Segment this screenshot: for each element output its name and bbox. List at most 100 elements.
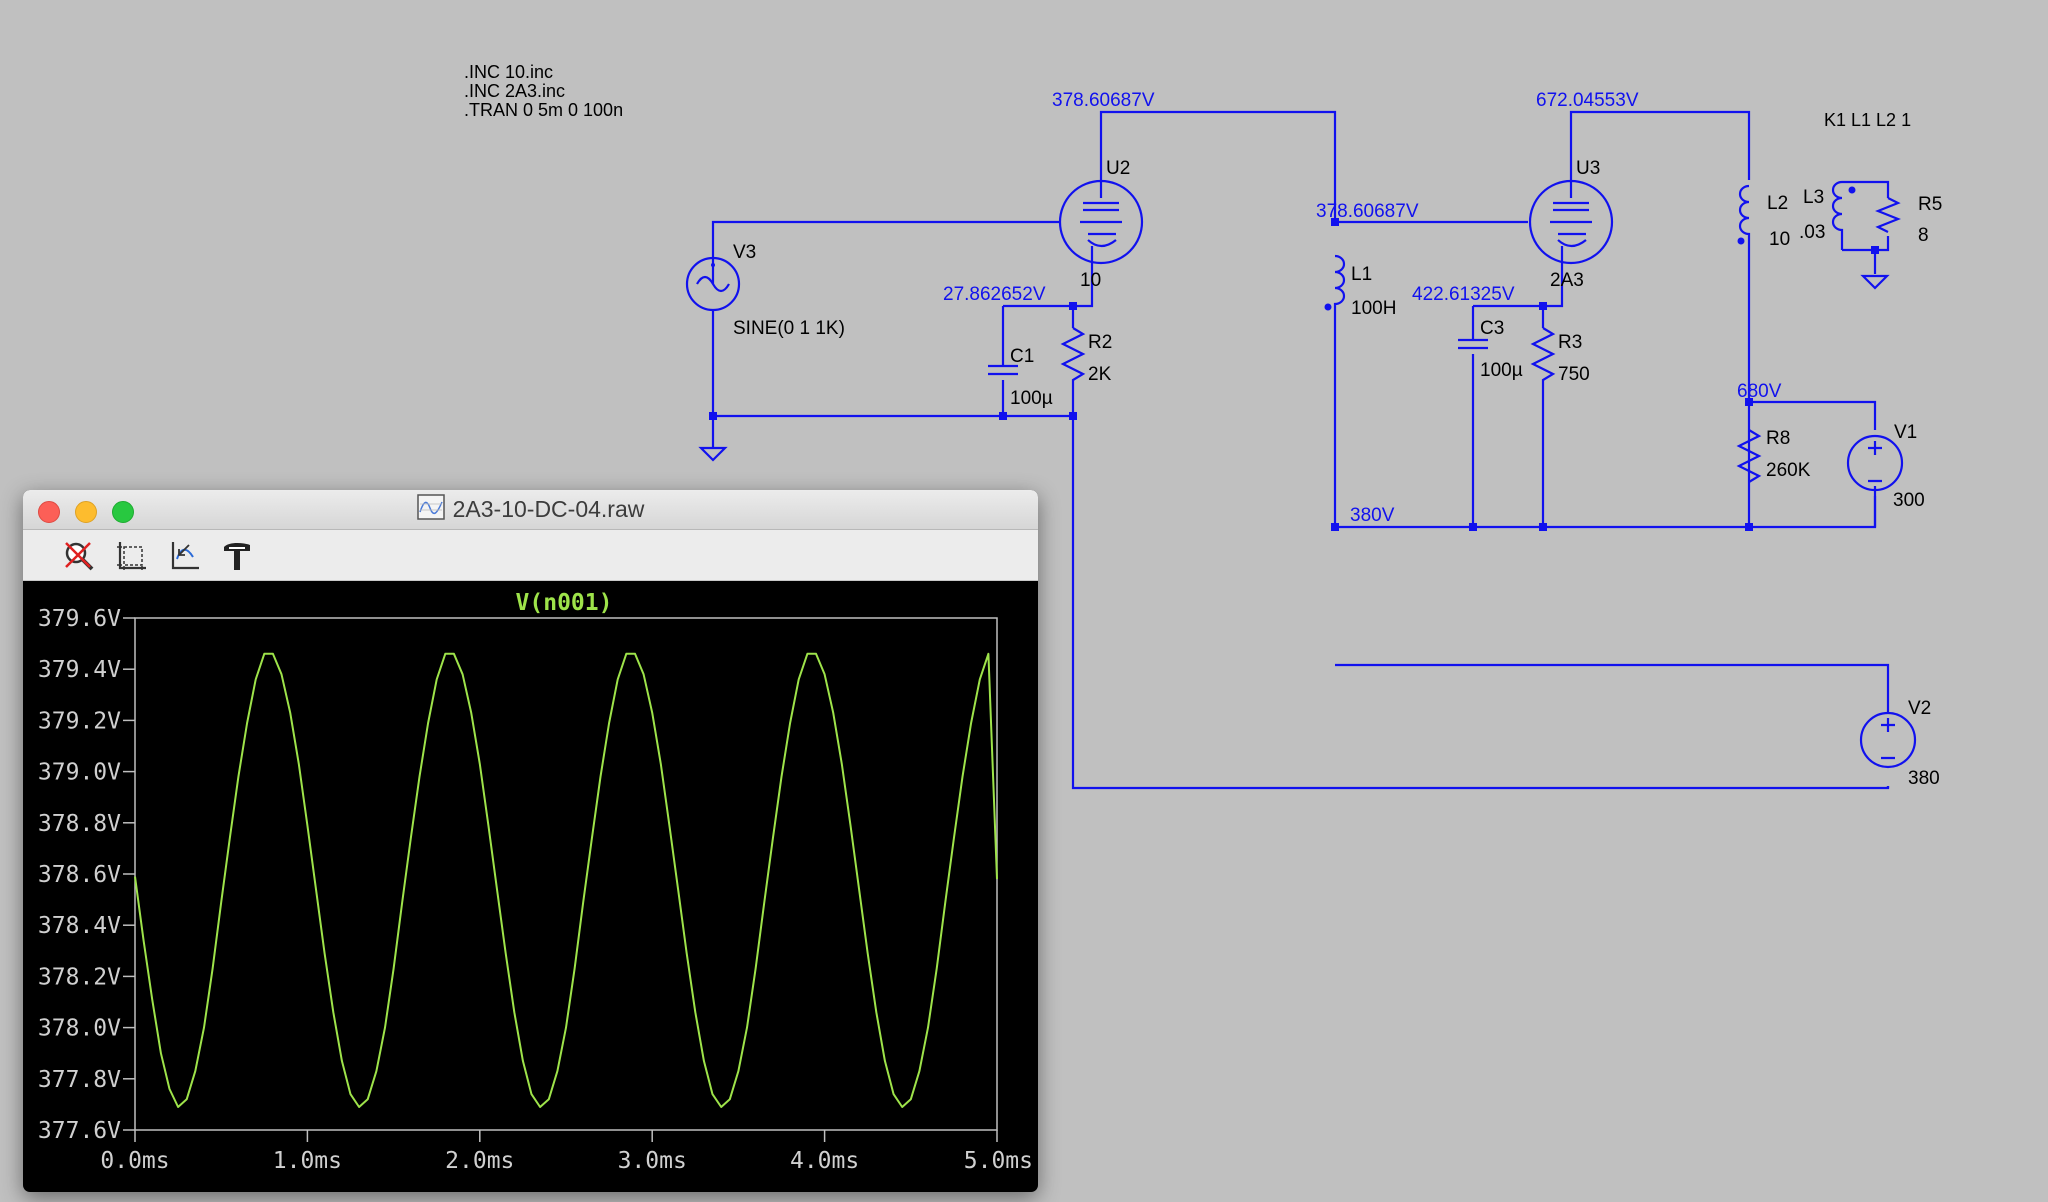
window-title: 2A3-10-DC-04.raw [452,496,645,522]
c3-value[interactable]: 100µ [1480,360,1523,381]
directive-tran[interactable]: .TRAN 0 5m 0 100n [464,100,623,120]
u2-tube[interactable] [1058,179,1144,265]
directive-inc-2a3[interactable]: .INC 2A3.inc [464,81,565,101]
trace-layer [134,652,998,1108]
y-tick-label: 377.6V [38,1118,121,1144]
node-label-v1-top: 680V [1737,381,1782,402]
junction-9 [1539,302,1547,310]
wire-c3[interactable] [1471,304,1543,527]
r5-resistor[interactable] [1875,197,1901,233]
x-tick-label: 0.0ms [100,1148,169,1174]
v3-label[interactable]: V3 [733,242,756,263]
u2-label[interactable]: U2 [1106,158,1130,179]
r8-resistor[interactable] [1736,429,1762,483]
y-tick-label: 377.8V [38,1067,121,1093]
junction-8 [1539,523,1547,531]
v1-value[interactable]: 300 [1893,490,1925,511]
directive-inc-10[interactable]: .INC 10.inc [464,62,553,82]
l1-label[interactable]: L1 [1351,264,1372,285]
v1-source[interactable] [1846,434,1904,492]
c1-label[interactable]: C1 [1010,346,1034,367]
wire-u2-plate[interactable] [1099,110,1337,222]
minimize-window-button[interactable] [75,501,97,523]
ground-symbol-l3 [1860,270,1890,290]
r2-resistor[interactable] [1060,327,1086,386]
wire-u3-cathode[interactable] [1541,246,1564,328]
r5-label[interactable]: R5 [1918,194,1942,215]
waveform-plot[interactable]: V(n001) 379.6V379.4V379.2V379.0V378.8V37… [23,581,1038,1192]
l3-inductor[interactable] [1831,180,1844,250]
y-tick-label: 378.8V [38,811,121,837]
r5-value[interactable]: 8 [1918,225,1929,246]
v2-source[interactable] [1859,711,1917,769]
u3-tube[interactable] [1528,179,1614,265]
c3-capacitor[interactable] [1458,338,1488,350]
l1-value[interactable]: 100H [1351,298,1396,319]
plot-frame [134,617,998,1131]
waveform-window[interactable]: 2A3-10-DC-04.raw [23,490,1038,1192]
r2-value[interactable]: 2K [1088,364,1112,385]
zoom-off-icon [65,542,94,571]
plot-trace-title[interactable]: V(n001) [516,590,613,616]
l3-label[interactable]: L3 [1803,187,1824,208]
close-window-button[interactable] [38,501,60,523]
directive-coupling[interactable]: K1 L1 L2 1 [1824,110,1911,130]
node-label-u3-cathode: 422.61325V [1412,284,1515,305]
l1-inductor[interactable] [1333,254,1346,318]
l2-dot [1737,237,1745,245]
v3-plus-dot [711,263,715,267]
autorange-button[interactable] [113,538,149,574]
y-tick-label: 378.2V [38,964,121,990]
r3-value[interactable]: 750 [1558,364,1590,385]
wire-u2-cathode[interactable] [1071,246,1094,328]
r8-value[interactable]: 260K [1766,460,1811,481]
v3-source[interactable] [685,256,741,312]
r8-label[interactable]: R8 [1766,428,1790,449]
settings-button[interactable] [219,538,255,574]
node-label-u2-cathode: 27.862652V [943,284,1046,305]
maximize-window-button[interactable] [112,501,134,523]
y-tick-label: 379.2V [38,708,121,734]
l3-value[interactable]: .03 [1799,222,1825,243]
node-label-b-plus: 380V [1350,505,1395,526]
waveform-toolbar [23,530,1038,581]
u3-value[interactable]: 2A3 [1550,270,1584,291]
wire-c1[interactable] [1001,304,1073,416]
r3-label[interactable]: R3 [1558,332,1582,353]
x-tick-label: 2.0ms [445,1148,514,1174]
u3-label[interactable]: U3 [1576,158,1600,179]
v1-label[interactable]: V1 [1894,422,1917,443]
wire-u3-plate[interactable] [1569,110,1751,198]
junction-6 [1331,523,1339,531]
v2-label[interactable]: V2 [1908,698,1931,719]
junction-12 [1871,246,1879,254]
wire-v1[interactable] [1749,400,1877,527]
y-tick-label: 379.4V [38,657,121,683]
r3-resistor[interactable] [1530,327,1556,386]
wire-v3-to-grid[interactable] [711,220,1059,284]
u2-value[interactable]: 10 [1080,270,1101,291]
junction-11 [1745,398,1753,406]
l2-inductor[interactable] [1738,184,1751,250]
zoom-back-icon [171,542,199,570]
window-titlebar[interactable]: 2A3-10-DC-04.raw [23,490,1038,530]
c1-capacitor[interactable] [988,364,1018,376]
node-label-u2-plate: 378.60687V [1052,90,1155,111]
wire-v2-top[interactable] [1335,663,1890,714]
junction-2 [999,412,1007,420]
v3-value[interactable]: SINE(0 1 1K) [733,318,845,339]
zoom-back-button[interactable] [166,538,202,574]
autorange-icon [117,542,146,570]
wire-l1-b-plus[interactable] [1333,318,1877,529]
v2-value[interactable]: 380 [1908,768,1940,789]
l3-dot [1848,186,1856,194]
zoom-off-button[interactable] [61,538,97,574]
l2-label[interactable]: L2 [1767,193,1788,214]
l2-value[interactable]: 10 [1769,229,1790,250]
series-line-vn001[interactable] [134,652,998,1108]
c1-value[interactable]: 100µ [1010,388,1053,409]
r2-label[interactable]: R2 [1088,332,1112,353]
c3-label[interactable]: C3 [1480,318,1504,339]
